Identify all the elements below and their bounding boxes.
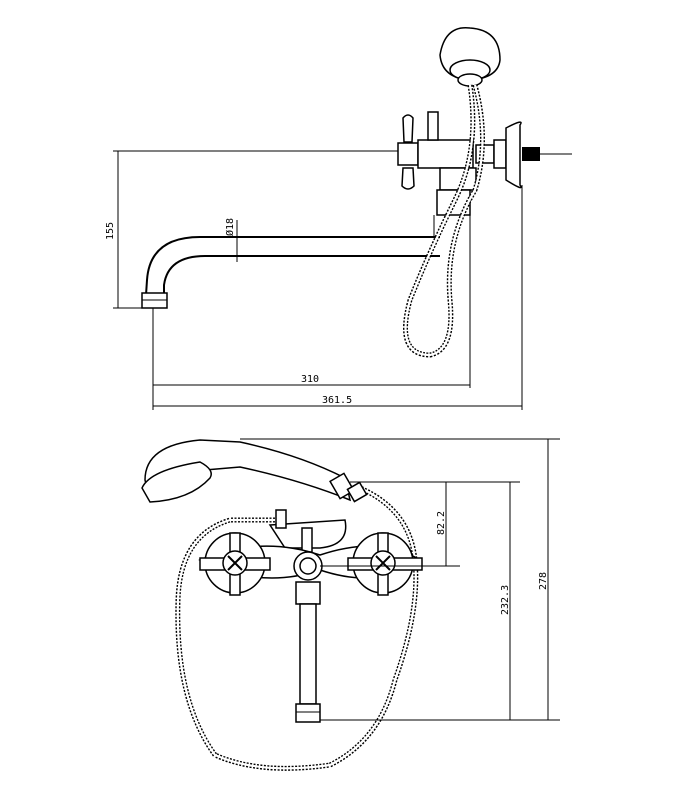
shower-holder bbox=[439, 27, 501, 87]
spout-length-dimension: 310 bbox=[152, 215, 471, 410]
mid-dimension: 232.3 bbox=[320, 481, 520, 721]
spout bbox=[141, 236, 440, 309]
valve-body bbox=[397, 111, 572, 237]
hand-shower bbox=[141, 439, 368, 503]
short-dimension: 82.2 bbox=[320, 481, 460, 567]
height-dimension: 155 bbox=[105, 150, 400, 309]
height-label: 155 bbox=[105, 222, 116, 240]
right-handle bbox=[347, 532, 423, 596]
front-view: 82.2 232.3 278 bbox=[141, 438, 560, 771]
diameter-label: Ø18 bbox=[224, 218, 236, 236]
total-length-label: 361.5 bbox=[322, 395, 352, 406]
mid-label: 232.3 bbox=[500, 585, 511, 615]
side-view: 155 Ø18 bbox=[105, 27, 572, 410]
spout-length-label: 310 bbox=[301, 374, 319, 385]
front-spout bbox=[295, 581, 321, 723]
total-label: 278 bbox=[538, 572, 549, 590]
side-hose bbox=[403, 84, 485, 358]
total-length-dimension: 361.5 bbox=[153, 185, 523, 410]
left-handle bbox=[199, 532, 271, 596]
total-dimension: 278 bbox=[240, 438, 560, 721]
diameter-dimension: Ø18 bbox=[224, 218, 238, 262]
short-label: 82.2 bbox=[436, 511, 447, 535]
